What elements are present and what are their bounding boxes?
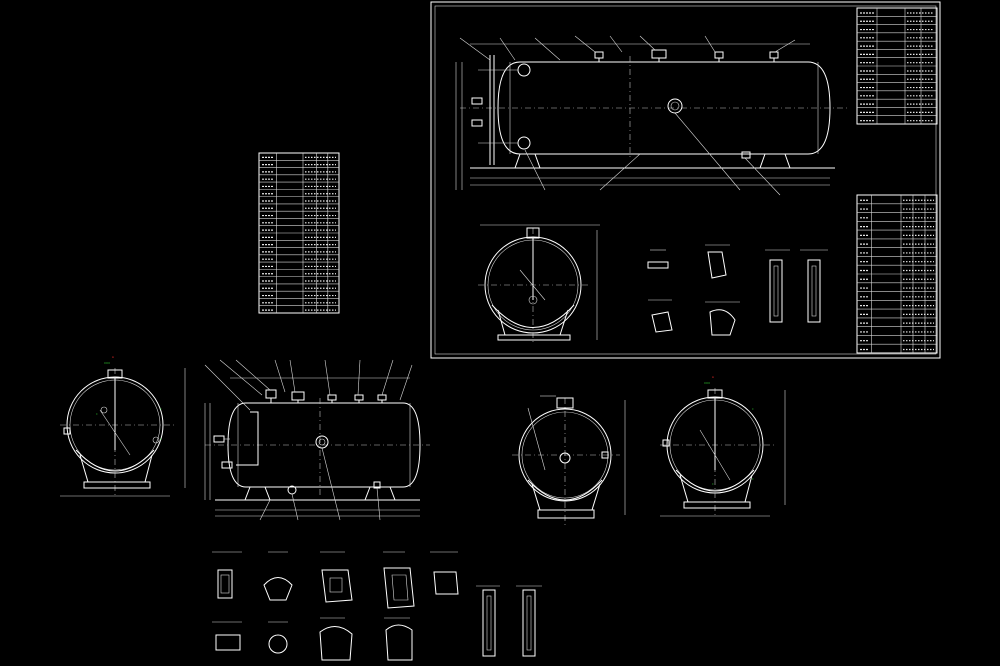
framed-side-elevation <box>455 35 848 196</box>
framed-detail-views <box>647 244 828 336</box>
svg-text:=: = <box>96 413 98 416</box>
svg-text:=: = <box>160 438 162 441</box>
svg-text:=: = <box>712 483 714 486</box>
loose-detail-views <box>212 551 542 661</box>
title-block-lower <box>856 194 938 354</box>
svg-text:=: = <box>160 408 162 411</box>
svg-text:A: A <box>712 375 714 379</box>
title-block-upper <box>856 7 938 125</box>
svg-text:=: = <box>752 478 754 481</box>
loose-end-right: A ==== = = = <box>660 375 786 517</box>
svg-text:====: ==== <box>704 382 711 385</box>
svg-text:=: = <box>752 408 754 411</box>
standalone-spec-table <box>258 152 340 314</box>
framed-end-section <box>478 224 600 345</box>
loose-end-left: A ==== = = = <box>60 355 186 497</box>
loose-side-elevation <box>204 359 430 521</box>
svg-text:====: ==== <box>104 362 111 365</box>
drawing-sheet-frame <box>430 1 941 359</box>
loose-end-middle <box>512 395 626 525</box>
svg-text:A: A <box>112 355 114 359</box>
